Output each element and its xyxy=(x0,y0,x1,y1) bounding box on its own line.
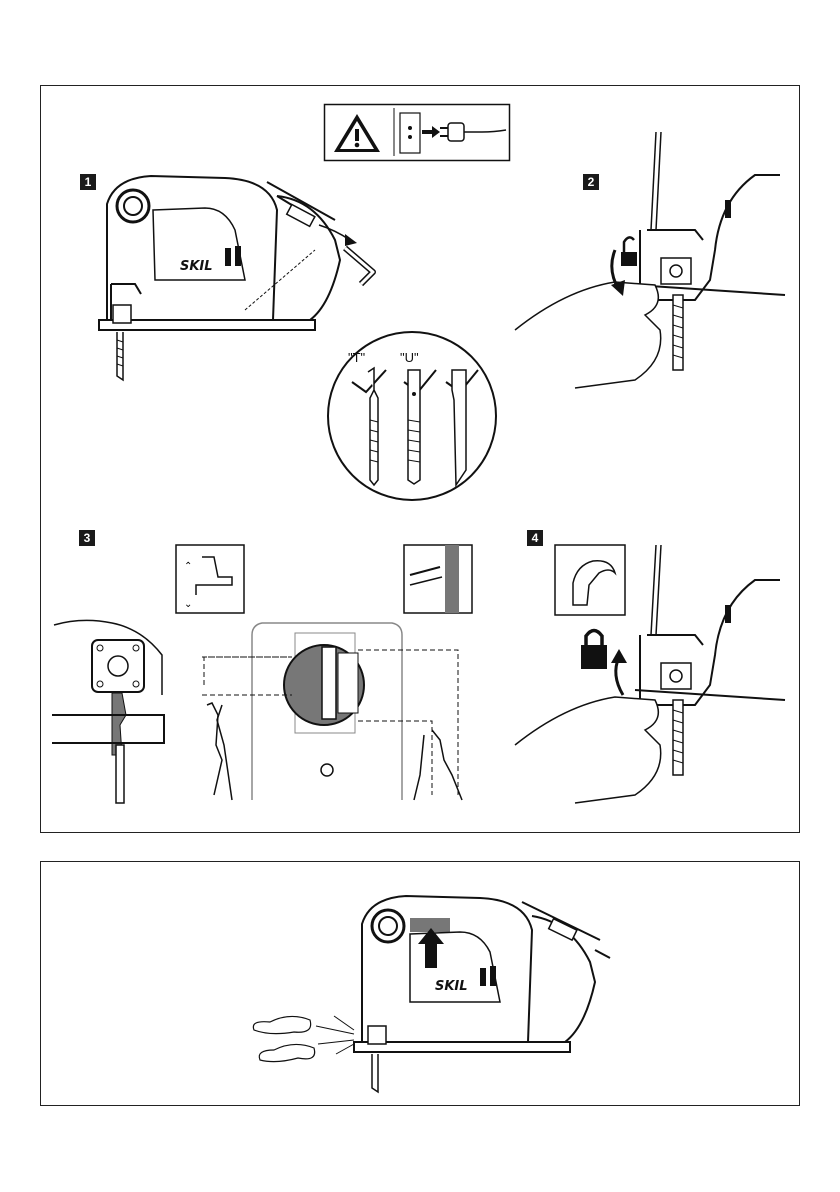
t-shank-label: "T" xyxy=(348,350,366,365)
blade-types-circle: "T" "U" xyxy=(326,330,498,502)
lock-icon xyxy=(581,631,607,670)
svg-text:⌃: ⌃ xyxy=(184,561,192,572)
step-3-badge: 3 xyxy=(79,530,95,546)
warning-unplug-box xyxy=(324,104,510,162)
air-blow-icon xyxy=(253,1016,354,1062)
step-1-badge: 1 xyxy=(80,174,96,190)
u-shank-label: "U" xyxy=(400,350,419,365)
blade-insertion-illustration: ⌃ ⌄ xyxy=(52,545,472,803)
arm-muscle-icon xyxy=(555,545,625,615)
brand-label-bottom: SKIL xyxy=(435,979,468,994)
blade-release-illustration xyxy=(515,130,785,400)
allen-key-icon xyxy=(345,248,373,284)
svg-text:⌄: ⌄ xyxy=(184,599,192,610)
dust-blower-illustration: SKIL xyxy=(250,872,610,1094)
brand-label: SKIL xyxy=(180,259,213,274)
unlock-icon xyxy=(621,237,637,266)
blade-lock-illustration xyxy=(515,545,785,805)
step-4-badge: 4 xyxy=(527,530,543,546)
